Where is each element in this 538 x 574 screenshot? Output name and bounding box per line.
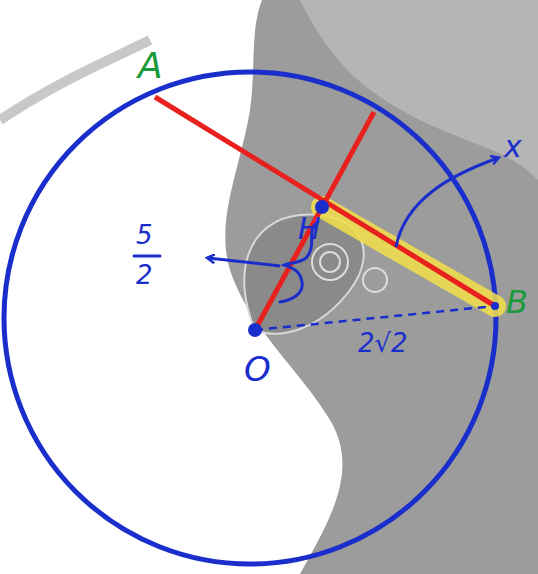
paisley-motif	[312, 244, 348, 280]
fraction-bar	[134, 255, 160, 258]
point	[315, 200, 329, 214]
point-label: O	[244, 352, 271, 386]
background-shape	[225, 0, 538, 574]
dimension-label: 2	[136, 262, 153, 288]
point	[248, 323, 262, 337]
chord	[155, 97, 495, 306]
point	[491, 302, 499, 310]
circle	[4, 72, 496, 564]
leader-arrow	[396, 158, 498, 247]
paisley-motif	[320, 252, 340, 272]
variable-label: x	[504, 132, 522, 162]
point-label: B	[506, 286, 528, 318]
point-label: H	[298, 214, 321, 244]
leader-arrow	[208, 258, 280, 266]
dimension-label: 2√2	[358, 330, 408, 356]
radius-dashed	[255, 306, 495, 330]
paisley-motif	[363, 268, 387, 292]
point-label: A	[138, 48, 163, 84]
background-stroke	[0, 40, 150, 120]
dimension-label: 5	[136, 222, 153, 248]
perpendicular	[255, 112, 374, 330]
